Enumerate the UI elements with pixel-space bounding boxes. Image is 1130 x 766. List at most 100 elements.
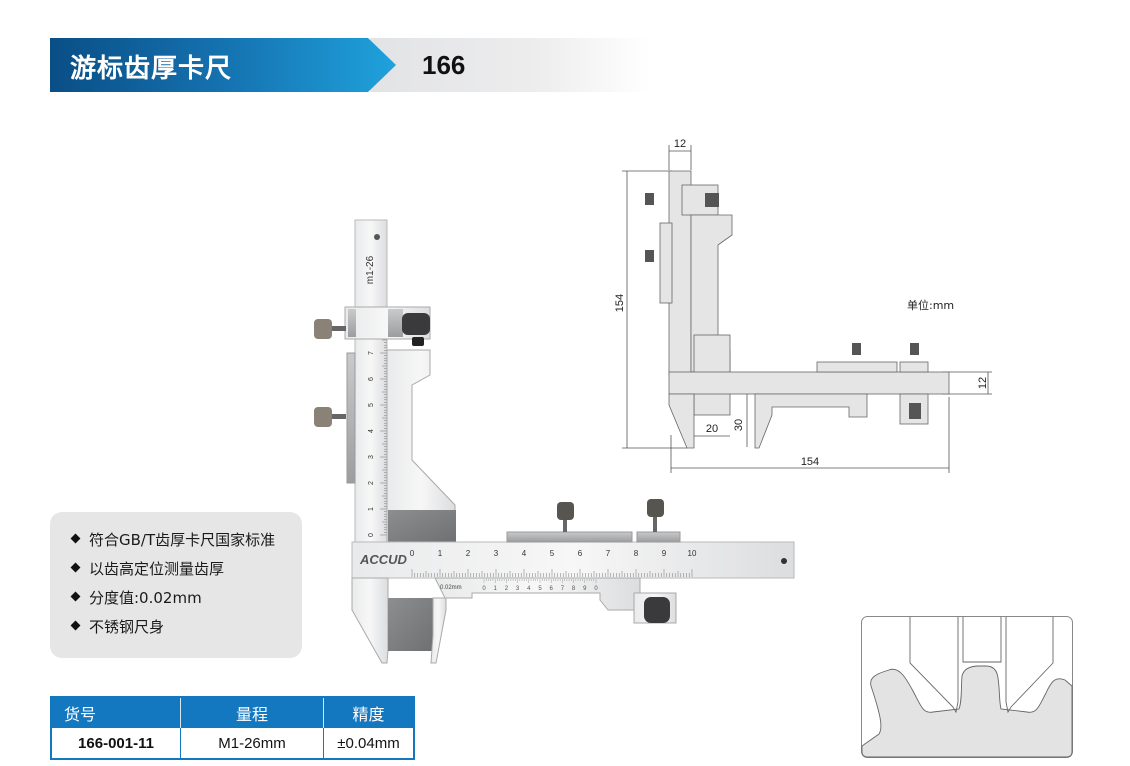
header-accuracy: 精度 xyxy=(323,697,414,728)
horizontal-beam xyxy=(351,541,795,579)
vernier-label: 5 xyxy=(538,586,542,592)
main-scale-label: 6 xyxy=(578,549,583,558)
main-scale-label: 2 xyxy=(466,549,471,558)
diamond-bullet-icon xyxy=(70,533,81,544)
resolution-mark: 0.02mm xyxy=(440,585,462,591)
feature-text: 符合GB/T齿厚卡尺国家标准 xyxy=(89,531,276,549)
fine-adjust-wheel-horizontal xyxy=(644,597,670,623)
cell-range: M1-26mm xyxy=(180,728,324,759)
feature-text: 分度值:0.02mm xyxy=(89,589,202,607)
brand-logo: ACCUD xyxy=(359,552,408,567)
drawing-knob-upper-left xyxy=(645,193,654,205)
vernier-label: 9 xyxy=(583,586,587,592)
dim-jaw-depth: 30 xyxy=(733,419,745,431)
header-banner: 游标齿厚卡尺 166 xyxy=(50,38,650,92)
features-panel: 符合GB/T齿厚卡尺国家标准 以齿高定位测量齿厚 分度值:0.02mm 不锈钢尺… xyxy=(50,512,302,658)
top-screw-pin-left xyxy=(563,520,567,532)
vertical-depth-bar xyxy=(346,352,356,484)
model-code: 166 xyxy=(422,50,466,80)
vernier-label: 0 xyxy=(482,586,486,592)
dim-jaw-width: 20 xyxy=(706,423,718,435)
dim-beam-height: 12 xyxy=(977,377,989,389)
beam-hole-right xyxy=(781,558,787,564)
vernier-label: 1 xyxy=(494,586,498,592)
dim-height: 154 xyxy=(614,294,626,312)
fixed-block-upper xyxy=(388,510,456,542)
drawing-knob-top-right xyxy=(910,343,919,355)
fixed-block-lower xyxy=(388,598,433,651)
spec-table: 货号 量程 精度 166-001-11 M1-26mm ±0.04mm xyxy=(50,696,415,760)
vernier-label: 7 xyxy=(561,586,565,592)
vertical-scale-label: 2 xyxy=(368,481,375,485)
moving-jaw xyxy=(430,597,447,664)
vernier-label: 2 xyxy=(505,586,509,592)
main-scale-label: 1 xyxy=(438,549,443,558)
vertical-scale-label: 1 xyxy=(368,507,375,511)
main-scale-label: 10 xyxy=(688,549,697,558)
drawing-depth-bar xyxy=(659,222,673,304)
unit-label: 单位:mm xyxy=(907,299,955,312)
vertical-slider-block xyxy=(348,309,356,337)
cell-item-no: 166-001-11 xyxy=(51,728,181,759)
drawing-fixed-jaw xyxy=(668,393,695,449)
main-scale-label: 5 xyxy=(550,549,555,558)
vernier-label: 8 xyxy=(572,586,576,592)
technical-drawing: 12 154 12 20 30 154 xyxy=(614,138,992,473)
drawing-knob-top-left xyxy=(852,343,861,355)
vernier-label: 6 xyxy=(550,586,554,592)
beam-hole xyxy=(374,234,380,240)
vernier-label: 3 xyxy=(516,586,520,592)
dim-total-length: 154 xyxy=(801,456,819,468)
feature-item: 分度值:0.02mm xyxy=(70,584,302,613)
drawing-top-slider-end xyxy=(899,361,929,373)
depth-slider-bar xyxy=(506,531,633,543)
gear-tooth-diagram xyxy=(861,616,1073,758)
fixed-jaw xyxy=(351,577,389,664)
main-scale-label: 9 xyxy=(662,549,667,558)
feature-text: 不锈钢尺身 xyxy=(89,618,165,636)
vertical-scale-label: 6 xyxy=(368,377,375,381)
vernier-label: 0 xyxy=(594,586,598,592)
feature-item: 以齿高定位测量齿厚 xyxy=(70,555,302,584)
right-jaw-outline xyxy=(1005,617,1054,714)
lock-screw-pin-upper xyxy=(332,326,346,331)
spec-header-row: 货号 量程 精度 xyxy=(51,697,414,728)
depth-slider-end xyxy=(636,531,681,543)
vertical-beam xyxy=(354,219,388,551)
vertical-slider-block-right xyxy=(388,309,403,337)
horizontal-vernier-frame xyxy=(434,577,641,611)
drawing-wheel-bottom xyxy=(909,403,921,419)
drawing-wheel-top xyxy=(705,193,719,207)
main-scale-label: 8 xyxy=(634,549,639,558)
diamond-bullet-icon xyxy=(70,620,81,631)
lock-nut xyxy=(412,337,424,346)
drawing-moving-jaw xyxy=(754,393,868,449)
main-scale-label: 7 xyxy=(606,549,611,558)
header-range: 量程 xyxy=(180,697,324,728)
fine-adjust-wheel-vertical xyxy=(402,313,430,335)
left-jaw-outline xyxy=(909,617,959,714)
page-title: 游标齿厚卡尺 xyxy=(70,54,233,84)
cell-accuracy: ±0.04mm xyxy=(323,728,414,759)
main-scale-label: 4 xyxy=(522,549,527,558)
drawing-knob-lower-left xyxy=(645,250,654,262)
top-screw-pin-right xyxy=(653,517,657,532)
main-scale-label: 3 xyxy=(494,549,499,558)
table-row: 166-001-11 M1-26mm ±0.04mm xyxy=(51,728,414,759)
vertical-scale-label: 3 xyxy=(368,455,375,459)
feature-item: 符合GB/T齿厚卡尺国家标准 xyxy=(70,526,302,555)
top-screw-knob-right xyxy=(647,499,664,517)
lock-screw-knob-lower xyxy=(314,407,332,427)
drawing-top-slider xyxy=(816,361,898,373)
lock-screw-pin-lower xyxy=(332,414,346,419)
dim-top-width: 12 xyxy=(674,138,686,150)
range-mark: m1-26 xyxy=(365,255,376,284)
vertical-scale-label: 0 xyxy=(368,533,375,537)
drawing-horizontal-beam xyxy=(668,371,950,395)
vertical-scale-label: 7 xyxy=(368,351,375,355)
header-blue-arrow: 游标齿厚卡尺 xyxy=(50,38,396,92)
top-screw-knob-left xyxy=(557,502,574,520)
